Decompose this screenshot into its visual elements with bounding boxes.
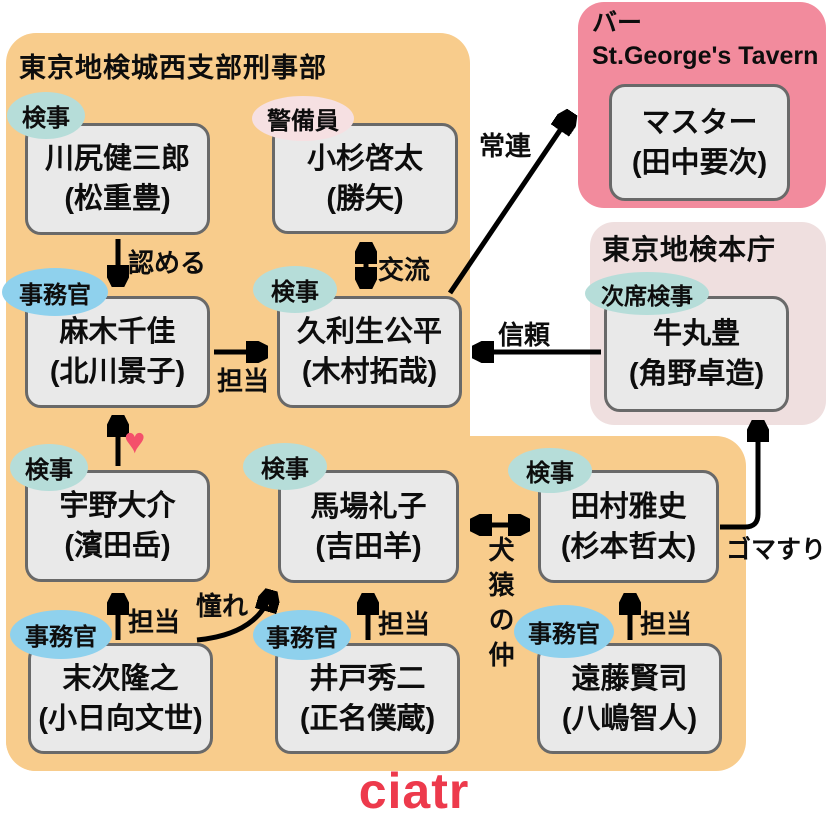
relation-label-tanto-asagi: 担当 [217,366,270,396]
relation-label-akogare: 憧れ [196,591,249,621]
person-box-kuryu: 久利生公平 (木村拓哉) [277,296,462,408]
person-box-suetsugu: 末次隆之 (小日向文世) [28,643,213,754]
person-actor: (小日向文世) [38,702,203,735]
arrow-akogare [196,592,271,643]
person-name: 久利生公平 [296,316,442,348]
person-actor: (木村拓哉) [301,356,438,388]
person-actor: (吉田羊) [315,530,422,563]
role-badge-ido: 事務官 [253,610,351,660]
person-box-baba: 馬場礼子 (吉田羊) [278,470,459,583]
person-actor: (北川景子) [49,356,186,388]
arrow-gomasuri [720,422,758,530]
role-badge-uno: 検事 [10,444,88,491]
role-badge-kuryu: 検事 [253,266,337,313]
bar-title-line1: バー [592,9,643,37]
person-name: 田村雅史 [570,490,687,523]
relation-label-tanto-endo: 担当 [640,609,693,639]
person-actor: (田中要次) [631,146,768,179]
person-actor: (松重豊) [64,183,171,215]
relation-label-kenen: 犬猿の仲 [485,536,515,676]
person-actor: (八嶋智人) [561,702,698,735]
person-box-tamura: 田村雅史 (杉本哲太) [538,470,719,583]
person-actor: (勝矢) [326,182,404,215]
person-box-uno: 宇野大介 (濱田岳) [25,470,210,582]
person-name: 宇野大介 [59,490,176,522]
role-badge-kosugi: 警備員 [252,96,354,141]
relation-label-tanto-suetsugu: 担当 [128,607,181,637]
person-box-kawajiri: 川尻健三郎 (松重豊) [25,123,210,235]
person-name: 馬場礼子 [310,490,427,523]
relation-label-gomasuri: ゴマすり [726,536,827,564]
role-badge-ushimaru: 次席検事 [585,272,709,315]
person-name: 川尻健三郎 [44,143,190,175]
person-box-ushimaru: 牛丸豊 (角野卓造) [604,296,789,412]
person-box-endo: 遠藤賢司 (八嶋智人) [537,643,722,754]
dept-title: 東京地検城西支部刑事部 [19,53,327,83]
arrow-joren [447,114,571,295]
role-badge-asagi: 事務官 [2,268,108,316]
role-badge-suetsugu: 事務官 [10,610,112,659]
person-name: マスター [641,106,758,139]
person-box-ido: 井戸秀二 (正名僕蔵) [275,643,460,754]
ciatr-logo: ciatr [358,763,470,819]
role-badge-endo: 事務官 [514,605,614,658]
person-box-kosugi: 小杉啓太 (勝矢) [272,123,458,234]
person-actor: (正名僕蔵) [299,702,436,735]
relation-label-mitomeru: 認める [128,248,207,278]
person-name: 牛丸豊 [652,318,740,350]
relation-label-koryu: 交流 [378,255,431,285]
person-actor: (杉本哲太) [560,530,697,563]
person-actor: (濱田岳) [64,530,171,562]
person-name: 井戸秀二 [309,662,426,695]
bar-title-line2: St.George's Tavern [592,42,819,70]
person-name: 遠藤賢司 [571,662,688,695]
relation-label-shinrai: 信頼 [498,320,551,350]
honcho-title: 東京地検本庁 [602,234,777,265]
person-name: 麻木千佳 [59,316,176,348]
person-name: 末次隆之 [62,662,179,695]
person-actor: (角野卓造) [628,358,765,390]
relation-label-joren: 常連 [479,131,532,161]
role-badge-tamura: 検事 [508,448,592,493]
person-box-master: マスター (田中要次) [609,84,790,201]
role-badge-baba: 検事 [243,443,327,490]
heart-icon: ♥ [124,420,146,461]
bar-title: バー St.George's Tavern [592,7,818,73]
role-badge-kawajiri: 検事 [7,92,85,139]
relation-label-tanto-ido: 担当 [378,609,431,639]
person-name: 小杉啓太 [306,142,423,175]
